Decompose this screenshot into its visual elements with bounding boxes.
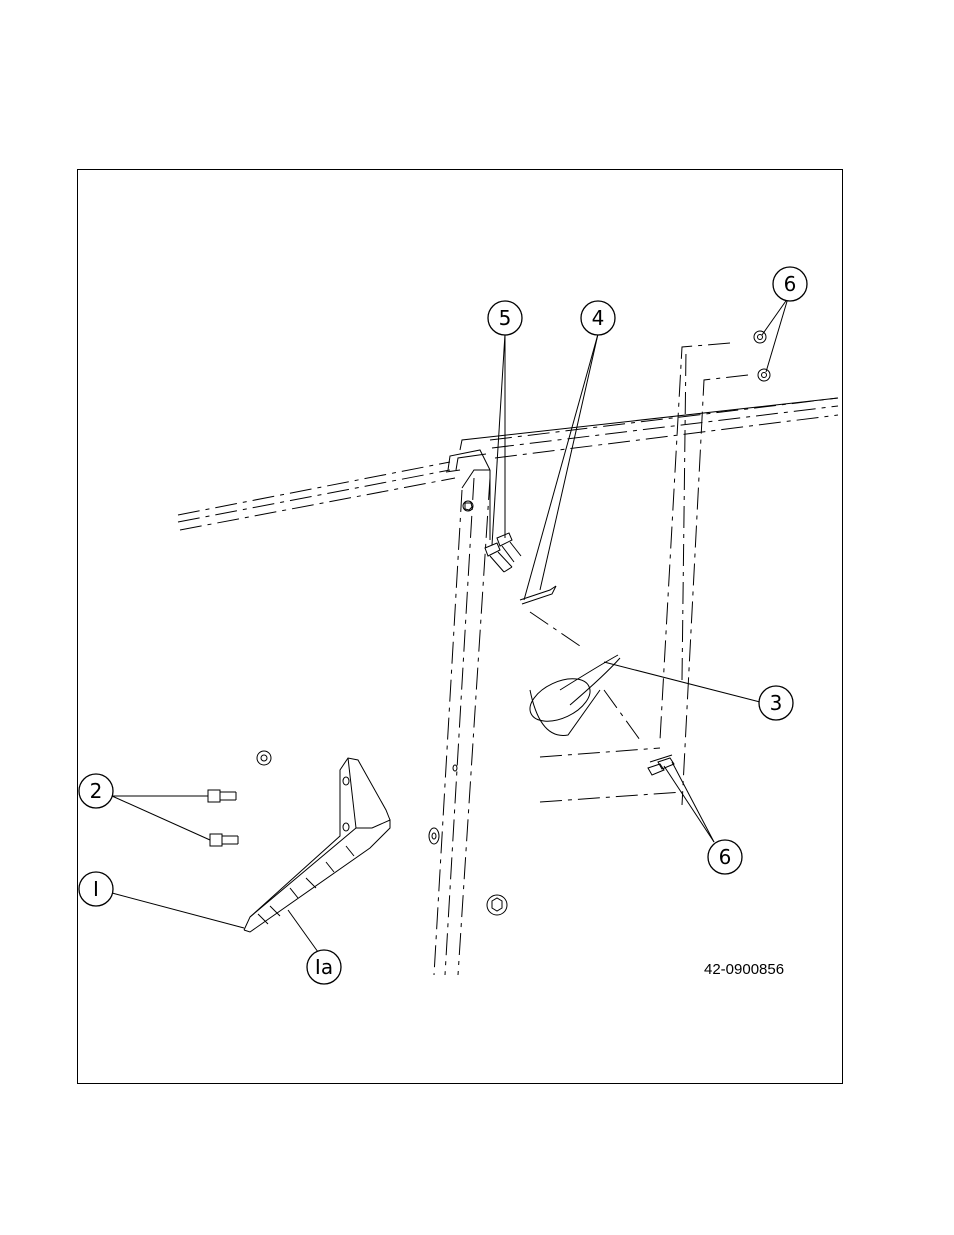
svg-text:2: 2: [90, 779, 103, 803]
svg-text:4: 4: [592, 306, 605, 330]
callout-item-2: 2: [79, 774, 113, 808]
clamp-strap-item-4: [520, 586, 580, 646]
svg-text:I: I: [93, 877, 99, 901]
callout-item-4: 4: [581, 301, 615, 335]
post-hardware: [257, 751, 507, 915]
callout-item-3: 3: [759, 686, 793, 720]
nut-pair-item-6-top: [754, 331, 770, 381]
callout-item-6-top: 6: [773, 267, 807, 301]
svg-text:6: 6: [784, 272, 797, 296]
drawing-number: 42-0900856: [704, 961, 784, 978]
callout-item-6-bottom: 6: [708, 840, 742, 874]
svg-text:5: 5: [499, 306, 512, 330]
svg-text:6: 6: [719, 845, 732, 869]
leader-lines: [112, 298, 788, 952]
callout-item-5: 5: [488, 301, 522, 335]
svg-text:Ia: Ia: [315, 955, 333, 979]
funnel-item-3: [523, 655, 640, 740]
vertical-post: [434, 470, 490, 975]
horizontal-rail: [178, 398, 838, 530]
bracket-item-1: [244, 758, 390, 932]
callout-item-1a: Ia: [307, 950, 341, 984]
callout-item-1: I: [79, 872, 113, 906]
bolt-pair-item-2: [208, 790, 238, 846]
nut-pair-item-6-bottom: [648, 755, 674, 775]
svg-text:3: 3: [770, 691, 783, 715]
